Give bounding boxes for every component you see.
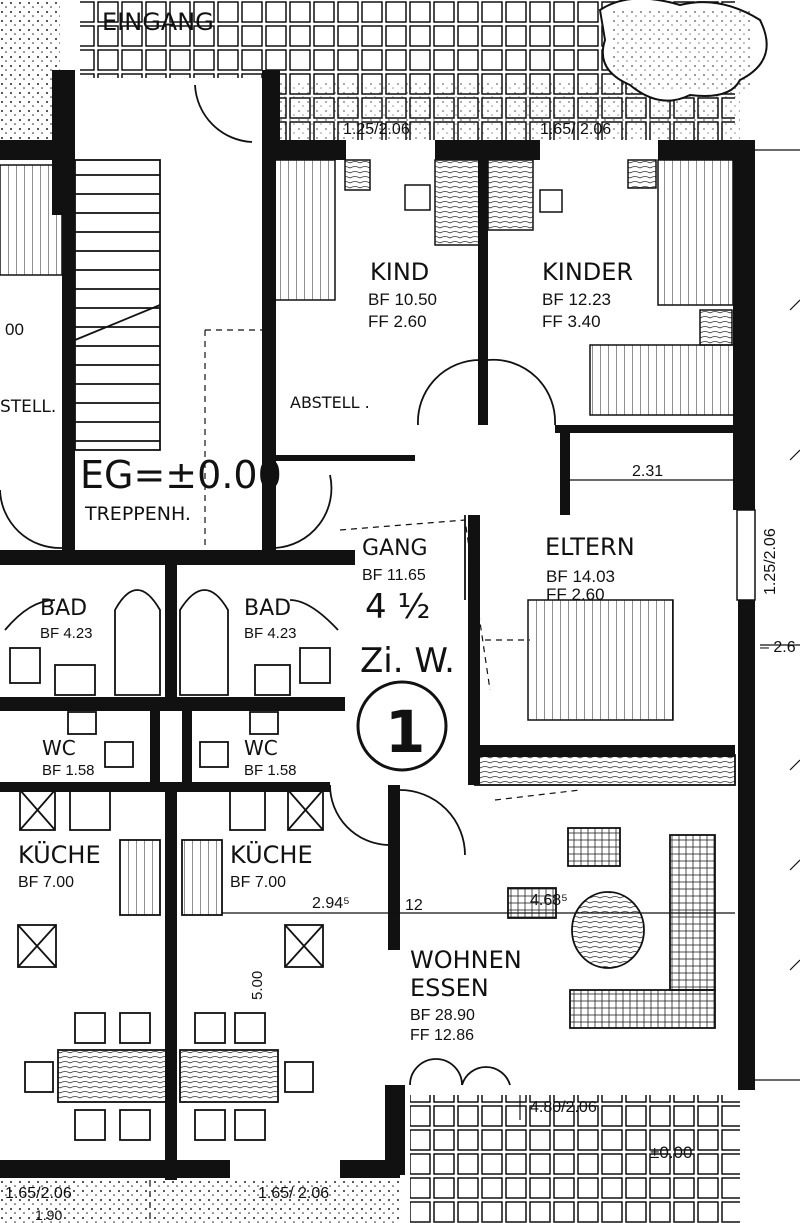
- door-swings: [0, 84, 556, 1086]
- apartment-type-1: 4 ½: [365, 587, 430, 627]
- beds: [0, 159, 736, 721]
- stair-name-label: TREPPENH.: [84, 503, 191, 525]
- walls: [0, 70, 755, 1180]
- apartment-number-badge: [356, 680, 448, 772]
- room-area-bad-right: BF 4.23: [244, 625, 297, 642]
- room-area-eltern-bf: BF 14.03: [546, 567, 615, 586]
- room-area-kueche-right: BF 7.00: [230, 874, 286, 891]
- room-area-eltern-ff: FF 2.60: [546, 585, 605, 604]
- apartment-number: 1: [385, 698, 425, 766]
- room-name-eltern: ELTERN: [545, 533, 635, 561]
- dim-231: 2.31: [632, 463, 663, 480]
- room-area-kind-bf: BF 10.50: [368, 290, 437, 309]
- living-furniture: [474, 754, 736, 1029]
- dim-468: 4.68⁵: [530, 892, 568, 909]
- room-name-gang: GANG: [362, 536, 428, 561]
- window-right: [736, 509, 756, 601]
- dim-00-label: 00: [5, 320, 24, 339]
- room-name-wc-right: WC: [244, 736, 278, 760]
- room-name-kind: KIND: [370, 258, 429, 286]
- terrace-paving: [0, 1095, 740, 1223]
- room-name-wohnen: WOHNEN: [410, 946, 522, 974]
- room-name-kinder: KINDER: [542, 258, 633, 286]
- dim-bottom-190: 1.90: [35, 1207, 62, 1223]
- dim-top-right: 1.65/ 2.06: [540, 121, 611, 138]
- room-name-kueche-left: KÜCHE: [18, 840, 101, 869]
- dim-500: 5.00: [249, 971, 266, 1000]
- staircase: [74, 159, 161, 451]
- room-area-gang-bf: BF 11.65: [362, 567, 426, 584]
- room-name-wc-left: WC: [42, 736, 76, 760]
- room-name-bad-right: BAD: [244, 596, 291, 621]
- sanitary-fixtures: [9, 589, 331, 968]
- dim-terrace: 4.80/2.06: [530, 1099, 597, 1116]
- room-name-essen: ESSEN: [410, 974, 489, 1002]
- entrance-label: EINGANG: [102, 8, 214, 36]
- room-name-kueche-right: KÜCHE: [230, 840, 313, 869]
- stair-level-label: EG=±0.00: [80, 453, 282, 497]
- room-area-kind-ff: FF 2.60: [368, 312, 427, 331]
- dim-bottom-left: 1.65/2.06: [5, 1185, 72, 1202]
- room-area-wohnen-bf: BF 28.90: [410, 1007, 475, 1024]
- dim-side-26: – 2.6: [760, 639, 796, 656]
- terrace-level: ±0.00: [650, 1143, 692, 1162]
- room-area-wc-left: BF 1.58: [42, 762, 95, 779]
- storage-label: ABSTELL .: [290, 393, 370, 412]
- dim-294: 2.94⁵: [312, 895, 350, 912]
- room-area-wohnen-ff: FF 12.86: [410, 1027, 474, 1044]
- room-area-bad-left: BF 4.23: [40, 625, 93, 642]
- dim-12: 12: [405, 897, 423, 914]
- room-area-kinder-bf: BF 12.23: [542, 290, 611, 309]
- dim-bottom-mid: 1.65/ 2.06: [258, 1185, 329, 1202]
- tree-symbol: [598, 0, 768, 102]
- labels: EINGANG EG=±0.00 TREPPENH. STELL. 00 ABS…: [0, 8, 796, 1223]
- dim-side-window: 1.25/2.06: [762, 528, 779, 595]
- room-area-kinder-ff: FF 3.40: [542, 312, 601, 331]
- room-area-kueche-left: BF 7.00: [18, 874, 74, 891]
- dashed-outlines: [149, 329, 581, 1220]
- storage-left-label: STELL.: [0, 397, 56, 417]
- room-name-bad-left: BAD: [40, 596, 87, 621]
- room-area-wc-right: BF 1.58: [244, 762, 297, 779]
- dimension-lines: [222, 149, 800, 1120]
- apartment-type-2: Zi. W.: [360, 641, 455, 681]
- dining-tables: [24, 1012, 314, 1141]
- dim-top-left: 1.25/2.06: [343, 121, 410, 138]
